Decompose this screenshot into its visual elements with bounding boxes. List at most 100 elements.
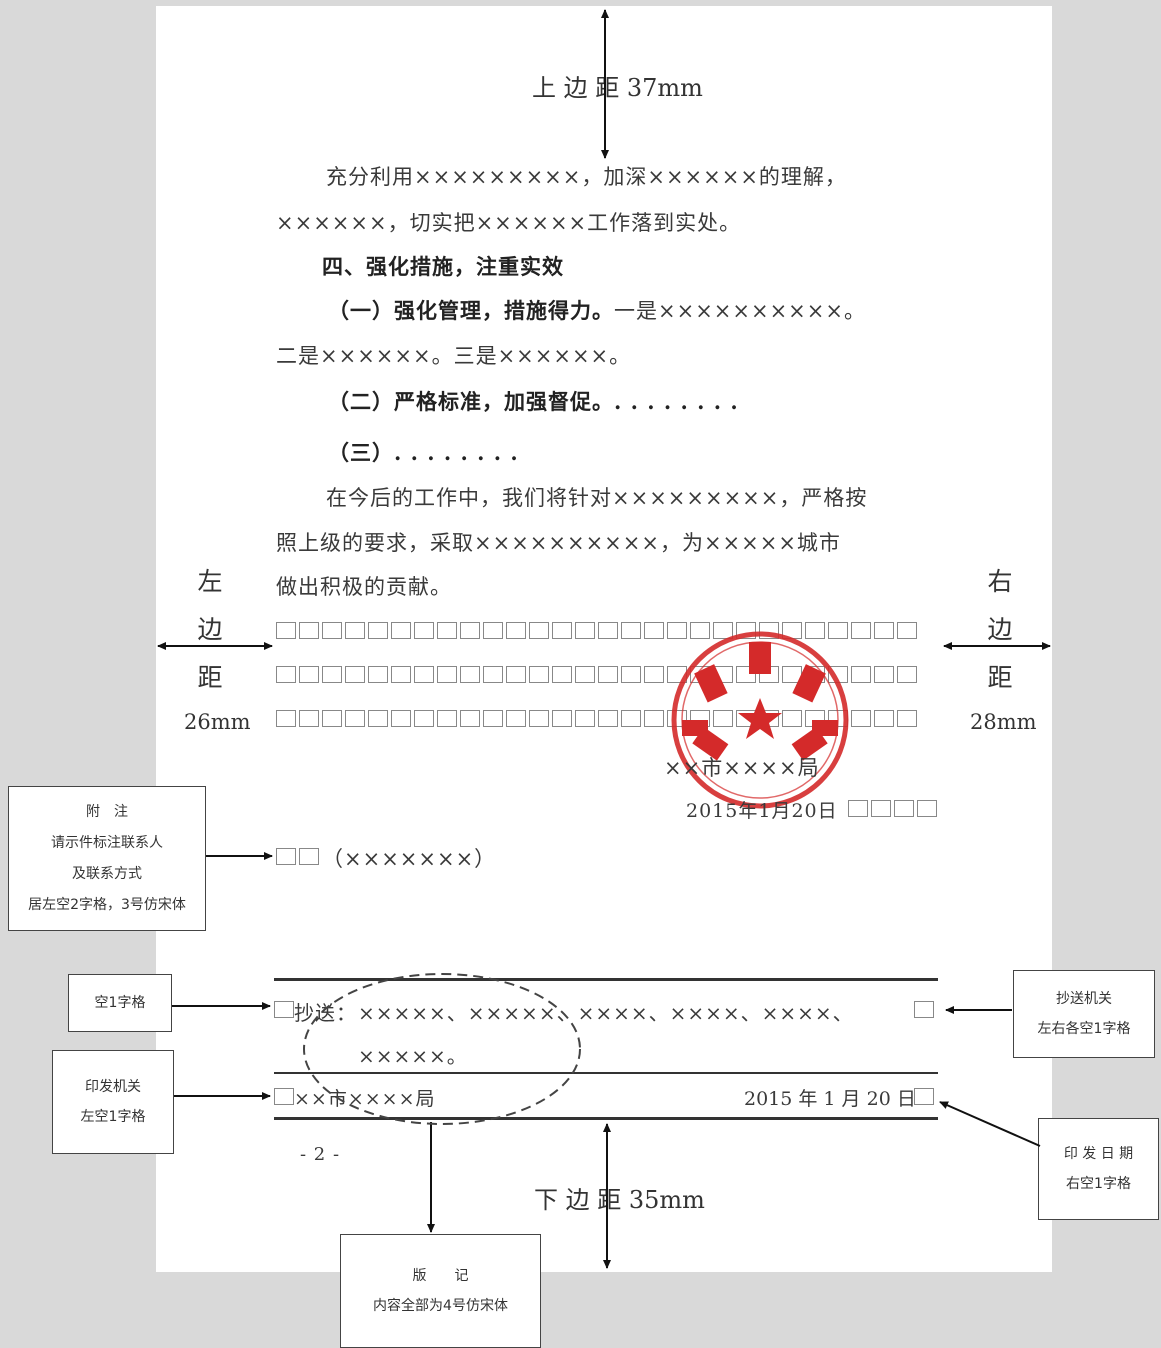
left-margin-char-2: 边 bbox=[197, 615, 223, 644]
blank-char-cell bbox=[483, 666, 503, 683]
annotation-date-line-1: 印 发 日 期 bbox=[1063, 1146, 1134, 1162]
blank-char-cell bbox=[759, 622, 779, 639]
signature-date: 2015年1月20日 bbox=[686, 800, 838, 822]
item-1-line-2: 二是××××××。三是××××××。 bbox=[276, 344, 632, 368]
annotation-issuer-line-2: 左空1字格 bbox=[80, 1109, 146, 1125]
blank-char-cell bbox=[874, 666, 894, 683]
paragraph-1-line-1: 充分利用×××××××××，加深××××××的理解， bbox=[326, 165, 847, 189]
blank-char-grid-row bbox=[276, 710, 917, 727]
blank-char-cell bbox=[299, 710, 319, 727]
blank-char-cell bbox=[391, 622, 411, 639]
paragraph-2-line-3: 做出积极的贡献。 bbox=[276, 575, 452, 599]
blank-char-cell bbox=[552, 622, 572, 639]
blank-char-cell bbox=[276, 622, 296, 639]
blank-char-cell bbox=[368, 622, 388, 639]
blank-char-cell bbox=[897, 622, 917, 639]
blank-char-cell bbox=[414, 710, 434, 727]
blank-char-cell bbox=[552, 666, 572, 683]
blank-char-cell bbox=[805, 710, 825, 727]
cc-trailing-blank bbox=[914, 1001, 934, 1018]
right-margin-char-2: 边 bbox=[987, 615, 1013, 644]
blank-char-cell bbox=[690, 622, 710, 639]
blank-char-grid-row bbox=[276, 622, 917, 639]
blank-char-cell bbox=[437, 710, 457, 727]
blank-char-cell bbox=[667, 622, 687, 639]
blank-char-cell bbox=[368, 710, 388, 727]
blank-char-cell bbox=[437, 622, 457, 639]
annotation-imprint-box: 版 记 内容全部为4号仿宋体 bbox=[340, 1234, 541, 1348]
blank-char-cell bbox=[322, 710, 342, 727]
blank-char-cell bbox=[276, 666, 296, 683]
annotation-indent-box: 空1字格 bbox=[68, 974, 172, 1032]
blank-char-cell bbox=[897, 666, 917, 683]
imprint-middle-rule bbox=[274, 1072, 938, 1074]
blank-char-cell bbox=[575, 666, 595, 683]
blank-char-cell bbox=[782, 622, 802, 639]
right-margin-char-1: 右 bbox=[987, 567, 1013, 596]
annotation-cc-line-1: 抄送机关 bbox=[1056, 991, 1112, 1007]
blank-char-cell bbox=[874, 710, 894, 727]
blank-char-cell bbox=[460, 710, 480, 727]
blank-char-cell bbox=[552, 710, 572, 727]
blank-char-cell bbox=[506, 666, 526, 683]
blank-char-cell bbox=[897, 710, 917, 727]
blank-char-cell bbox=[483, 710, 503, 727]
imprint-bottom-rule bbox=[274, 1117, 938, 1120]
blank-char-cell bbox=[598, 710, 618, 727]
bottom-margin-label: 下 边 距 35mm bbox=[534, 1186, 705, 1214]
blank-char-cell bbox=[368, 666, 388, 683]
blank-char-cell bbox=[299, 666, 319, 683]
blank-char-cell bbox=[805, 666, 825, 683]
item-1-heading: （一）强化管理，措施得力。 bbox=[328, 298, 614, 323]
blank-char-cell bbox=[736, 710, 756, 727]
blank-char-cell bbox=[460, 666, 480, 683]
top-margin-label: 上 边 距 37mm bbox=[532, 74, 703, 102]
annotation-cc-box: 抄送机关 左右各空1字格 bbox=[1013, 970, 1155, 1058]
annotation-cc-line-2: 左右各空1字格 bbox=[1037, 1021, 1131, 1037]
blank-char-cell bbox=[871, 800, 891, 817]
annotation-note-box: 附 注 请示件标注联系人 及联系方式 居左空2字格，3号仿宋体 bbox=[8, 786, 206, 931]
right-margin-char-3: 距 bbox=[987, 663, 1013, 692]
blank-char-cell bbox=[437, 666, 457, 683]
blank-char-cell bbox=[828, 622, 848, 639]
blank-char-cell bbox=[414, 622, 434, 639]
annotation-note-line-3: 居左空2字格，3号仿宋体 bbox=[28, 896, 186, 913]
annotation-note-line-2: 及联系方式 bbox=[72, 865, 142, 882]
blank-char-cell bbox=[736, 622, 756, 639]
annotation-issuer-line-1: 印发机关 bbox=[85, 1079, 141, 1095]
blank-char-cell bbox=[529, 666, 549, 683]
blank-char-cell bbox=[483, 622, 503, 639]
date-trailing-blanks bbox=[848, 800, 937, 817]
heading-section-4: 四、强化措施，注重实效 bbox=[322, 255, 564, 279]
imprint-top-rule bbox=[274, 978, 938, 981]
blank-char-cell bbox=[598, 622, 618, 639]
annotation-date-line-2: 右空1字格 bbox=[1066, 1176, 1131, 1192]
blank-char-cell bbox=[713, 666, 733, 683]
cc-line-1: ×××××、×××××、××××、××××、××××、 bbox=[358, 1001, 854, 1025]
blank-char-cell bbox=[848, 800, 868, 817]
blank-char-cell bbox=[851, 710, 871, 727]
attachment-indent bbox=[276, 848, 319, 865]
annotation-issuer-box: 印发机关 左空1字格 bbox=[52, 1050, 174, 1154]
blank-char-cell bbox=[874, 622, 894, 639]
annotation-note-line-1: 请示件标注联系人 bbox=[51, 834, 163, 851]
blank-char-cell bbox=[460, 622, 480, 639]
blank-char-cell bbox=[644, 710, 664, 727]
blank-char-cell bbox=[575, 622, 595, 639]
blank-char-cell bbox=[322, 666, 342, 683]
blank-char-cell bbox=[575, 710, 595, 727]
blank-char-cell bbox=[828, 666, 848, 683]
paragraph-2-line-2: 照上级的要求，采取××××××××××，为×××××城市 bbox=[276, 531, 841, 555]
blank-char-cell bbox=[391, 666, 411, 683]
blank-char-cell bbox=[276, 710, 296, 727]
item-1-text: 一是××××××××××。 bbox=[614, 299, 866, 323]
blank-char-cell bbox=[529, 710, 549, 727]
blank-char-cell bbox=[782, 666, 802, 683]
page-number: - 2 - bbox=[300, 1144, 341, 1165]
paragraph-2-line-1: 在今后的工作中，我们将针对×××××××××，严格按 bbox=[326, 486, 868, 510]
paragraph-1-line-2: ××××××，切实把××××××工作落到实处。 bbox=[276, 211, 742, 235]
blank-char-cell bbox=[299, 848, 319, 865]
blank-char-cell bbox=[690, 710, 710, 727]
annotation-indent-text: 空1字格 bbox=[94, 995, 146, 1011]
blank-char-cell bbox=[598, 666, 618, 683]
